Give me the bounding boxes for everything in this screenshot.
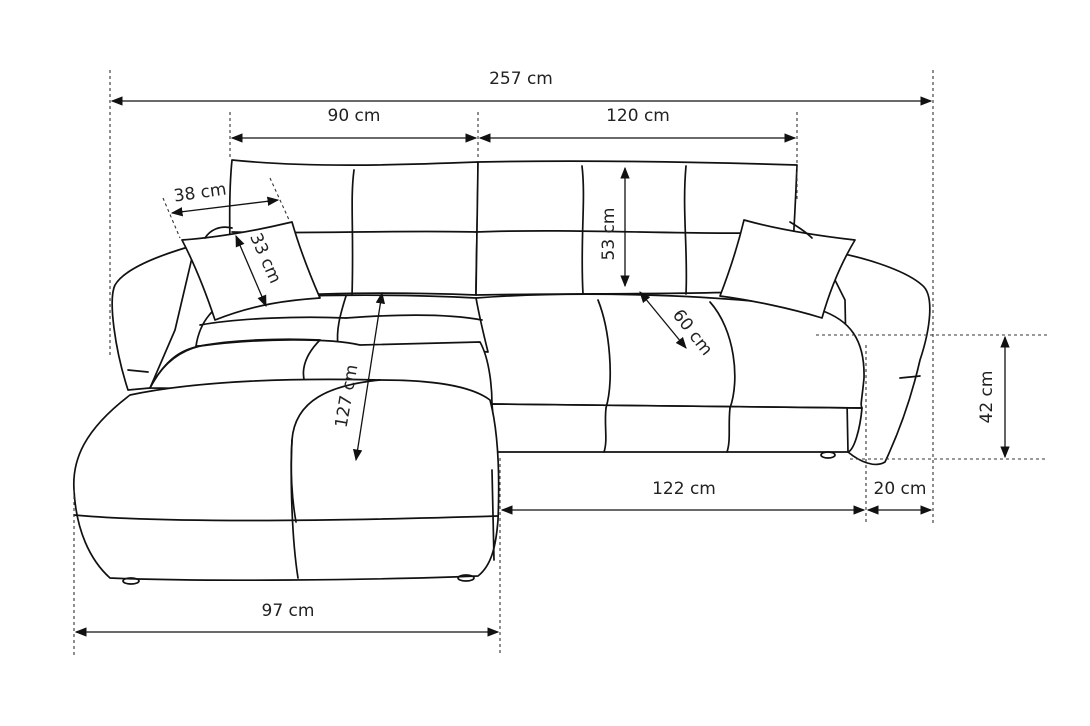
- pillow-height-arrow: [235, 234, 267, 308]
- right-armrest: [819, 249, 931, 466]
- label-chaise-width: 97 cm: [262, 601, 315, 621]
- chaise-length-arrow: [352, 291, 386, 462]
- pillow-width-arrow: [170, 196, 280, 217]
- guide-lines: [73, 70, 1048, 655]
- chaise-front: [72, 378, 500, 582]
- corner-sofa-outline: [72, 159, 931, 585]
- label-total-width: 257 cm: [489, 69, 553, 89]
- label-chaise-back-width: 90 cm: [328, 106, 381, 126]
- seat-base: [491, 403, 863, 453]
- label-pillow-width: 38 cm: [173, 179, 228, 206]
- dimension-arrows: [74, 96, 1010, 637]
- label-back-height: 53 cm: [599, 208, 619, 261]
- label-main-seat-width: 122 cm: [652, 479, 716, 499]
- seat-depth-arrow: [639, 291, 687, 349]
- label-armrest-width: 20 cm: [874, 479, 927, 499]
- throw-pillow-right: [719, 219, 856, 319]
- left-armrest: [111, 244, 196, 391]
- label-seat-height: 42 cm: [977, 371, 997, 424]
- label-main-back-width: 120 cm: [606, 106, 670, 126]
